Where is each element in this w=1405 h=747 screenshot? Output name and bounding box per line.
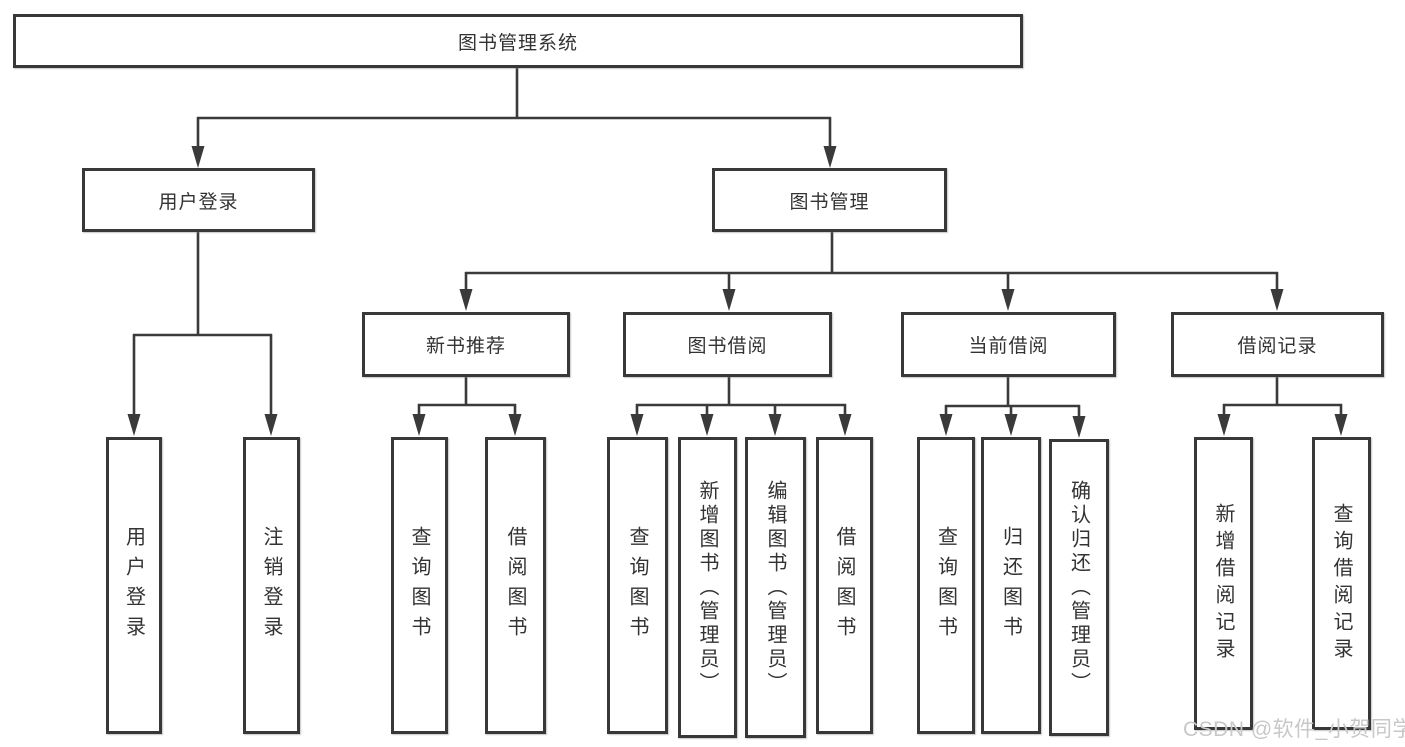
node-user-login: 用户登录 (82, 168, 315, 232)
leaf-add-books-admin: 新增图书（管理员） (678, 437, 737, 738)
connector-arrowhead (630, 414, 644, 436)
connector-arrowhead (1004, 414, 1018, 436)
leaf-borrow-books-recommendation: 借阅图书 (485, 437, 546, 734)
connector-arrowhead (264, 414, 278, 436)
node-borrowing-records: 借阅记录 (1171, 312, 1384, 377)
leaf-edit-books-admin: 编辑图书（管理员） (745, 437, 806, 738)
connector-arrowhead (1334, 414, 1348, 436)
connector-arrowhead (1001, 289, 1015, 311)
connector-arrowhead (508, 414, 522, 436)
connector-arrowhead (722, 289, 736, 311)
node-root-book-management-system: 图书管理系统 (13, 14, 1023, 68)
leaf-query-borrowing-record: 查询借阅记录 (1312, 437, 1371, 730)
leaf-query-books-borrowing: 查询图书 (607, 437, 668, 734)
connector-arrowhead (191, 146, 205, 168)
connector-arrowhead (1270, 289, 1284, 311)
leaf-logout: 注销登录 (243, 437, 300, 734)
node-book-management: 图书管理 (712, 168, 947, 232)
leaf-return-books: 归还图书 (981, 437, 1041, 734)
leaf-add-borrowing-record: 新增借阅记录 (1194, 437, 1253, 730)
connector-arrowhead (768, 414, 782, 436)
connector-arrowhead (939, 414, 953, 436)
connector-arrowhead (1072, 416, 1086, 438)
leaf-user-login: 用户登录 (106, 437, 162, 734)
connector-arrowhead (412, 414, 426, 436)
leaf-query-books-current: 查询图书 (917, 437, 975, 734)
connector-arrowhead (700, 414, 714, 436)
node-current-borrowing: 当前借阅 (901, 312, 1116, 377)
connector-arrowhead (838, 414, 852, 436)
leaf-confirm-return-admin: 确认归还（管理员） (1049, 439, 1109, 736)
connector-arrowhead (127, 414, 141, 436)
connector-arrowhead (459, 289, 473, 311)
leaf-query-books-recommendation: 查询图书 (391, 437, 448, 734)
leaf-borrow-books-borrowing: 借阅图书 (816, 437, 873, 734)
connector-arrowhead (1217, 414, 1231, 436)
csdn-watermark: CSDN @软件_小贺同学 (1183, 718, 1405, 741)
node-book-borrowing: 图书借阅 (623, 312, 832, 377)
node-new-book-recommendation: 新书推荐 (362, 312, 570, 377)
connector-arrowhead (823, 146, 837, 168)
